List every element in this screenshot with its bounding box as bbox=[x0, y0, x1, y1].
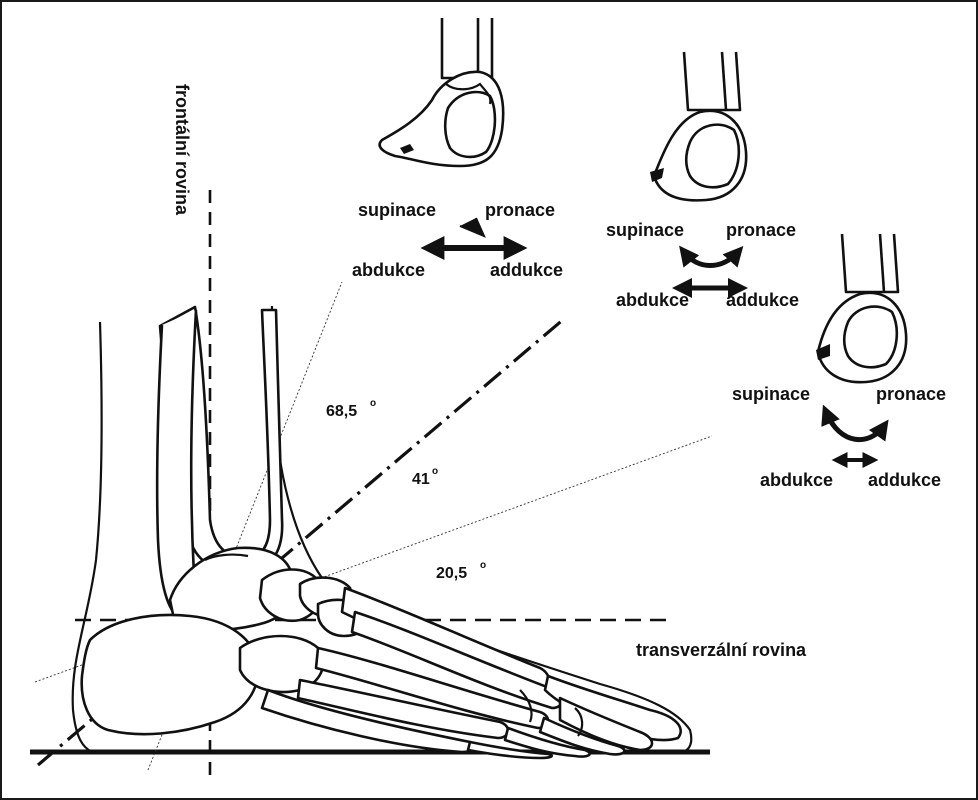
foot-skeleton-illustration bbox=[71, 305, 693, 760]
abduction-label-1: abdukce bbox=[352, 260, 425, 280]
svg-text:68,5: 68,5 bbox=[326, 403, 357, 420]
angle-20-label: 20,5 o bbox=[436, 560, 486, 582]
svg-text:o: o bbox=[432, 466, 438, 477]
frontal-plane-label: frontální rovina bbox=[172, 84, 192, 216]
abduction-label-3: abdukce bbox=[760, 470, 833, 490]
supination-label-1: supinace bbox=[358, 200, 436, 220]
svg-text:41: 41 bbox=[412, 471, 430, 488]
pronation-label-2: pronace bbox=[726, 220, 796, 240]
pronation-label-3: pronace bbox=[876, 384, 946, 404]
motion-arrows-2 bbox=[672, 245, 748, 298]
adduction-label-2: addukce bbox=[726, 290, 799, 310]
angle-68-label: 68,5 o bbox=[326, 398, 376, 420]
supination-label-3: supinace bbox=[732, 384, 810, 404]
motion-arrows-3 bbox=[821, 404, 889, 468]
transverse-plane-label: transverzální rovina bbox=[636, 640, 807, 660]
subtalar-axis-line bbox=[36, 316, 567, 767]
hindfoot-view-2 bbox=[650, 51, 748, 202]
pronation-label-1: pronace bbox=[485, 200, 555, 220]
angle-41-label: 41 o bbox=[412, 466, 438, 488]
svg-text:o: o bbox=[370, 398, 376, 409]
motion-arrows-1 bbox=[420, 217, 528, 260]
adduction-label-3: addukce bbox=[868, 470, 941, 490]
angle-line-68 bbox=[147, 281, 343, 771]
svg-text:o: o bbox=[480, 560, 486, 571]
svg-text:20,5: 20,5 bbox=[436, 565, 467, 582]
abduction-label-2: abdukce bbox=[616, 290, 689, 310]
hindfoot-view-3 bbox=[816, 233, 908, 384]
hindfoot-view-1 bbox=[378, 18, 505, 168]
adduction-label-1: addukce bbox=[490, 260, 563, 280]
supination-label-2: supinace bbox=[606, 220, 684, 240]
